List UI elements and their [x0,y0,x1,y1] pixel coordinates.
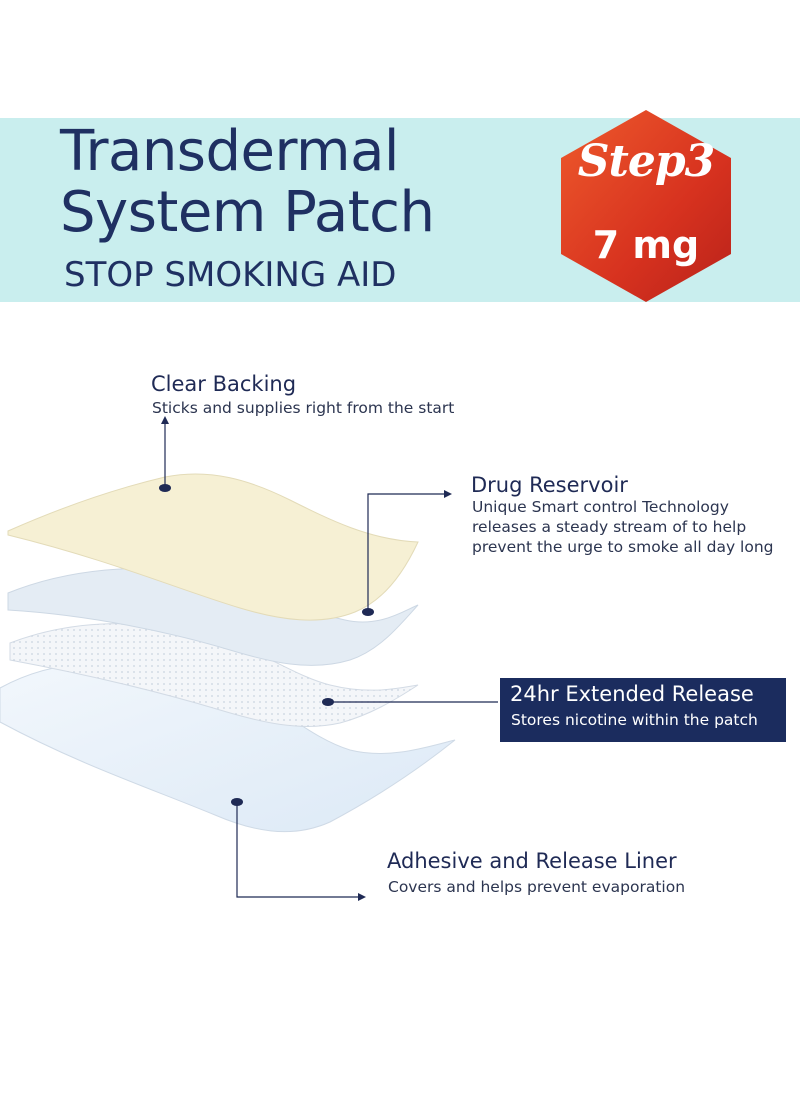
label-extended-release: 24hr Extended Release [510,682,754,706]
label-adhesive-liner: Adhesive and Release Liner [387,849,677,873]
desc-adhesive-liner: Covers and helps prevent evaporation [388,878,686,896]
desc-clear-backing: Sticks and supplies right from the start [152,399,455,417]
title-line-2: System Patch [60,180,435,245]
subtitle: STOP SMOKING AID [64,255,397,295]
label-clear-backing: Clear Backing [151,372,297,396]
patch-layers-illustration [0,473,456,833]
step-hexagon-badge [561,110,731,302]
desc-drug-reservoir-line-3: prevent the urge to smoke all day long [472,538,774,556]
badge-dose-text: 7 mg [592,223,700,267]
title-line-1: Transdermal [60,119,399,184]
extended-release-callout-box [500,678,786,742]
desc-drug-reservoir-line-2: releases a steady stream of to help [472,518,747,536]
desc-drug-reservoir-line-1: Unique Smart control Technology [472,498,729,516]
label-drug-reservoir: Drug Reservoir [471,473,628,497]
desc-extended-release: Stores nicotine within the patch [511,711,758,729]
badge-step-text: Step3 [577,136,715,187]
